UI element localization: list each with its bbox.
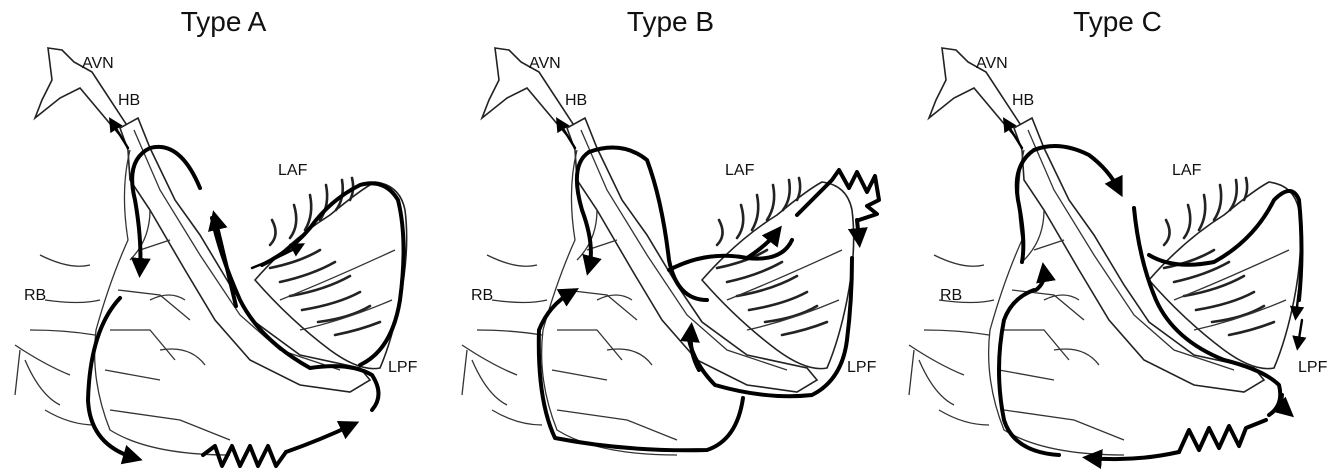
rb-return-path xyxy=(999,290,1059,455)
conduction-diagram: AVN HB LAF RB LPF xyxy=(894,0,1341,475)
label-hb: HB xyxy=(565,92,587,109)
label-lpf: LPF xyxy=(388,359,418,376)
label-rb: RB xyxy=(24,287,46,304)
zigzag-exit-arrow xyxy=(286,425,352,452)
rb-up-arrow xyxy=(1036,270,1044,290)
label-lpf: LPF xyxy=(847,359,877,376)
label-laf: LAF xyxy=(1172,162,1202,179)
label-rb: RB xyxy=(471,287,493,304)
label-lpf: LPF xyxy=(1298,359,1328,376)
panel-type-b: Type B AVN HB LAF RB LPF xyxy=(447,0,894,475)
rb-lower-path xyxy=(88,298,135,458)
laf-down-arrow-2 xyxy=(1298,320,1302,345)
panel-type-a: Type A AVN HB LAF RB LPF xyxy=(0,0,447,475)
rb-macroreentry-path xyxy=(539,292,743,450)
label-laf: LAF xyxy=(278,162,308,179)
conduction-diagram: AVN HB LAF RB LPF xyxy=(447,0,894,475)
panel-type-c: Type C AVN HB LAF RB LPF xyxy=(894,0,1341,475)
conduction-diagram: AVN HB LAF RB LPF xyxy=(0,0,447,475)
label-laf: LAF xyxy=(725,162,755,179)
label-hb: HB xyxy=(118,92,140,109)
label-rb: RB xyxy=(940,287,962,304)
lpf-exit-arrow xyxy=(1282,395,1288,412)
label-avn: AVN xyxy=(82,55,114,72)
label-hb: HB xyxy=(1012,92,1034,109)
zigzag-slow-conduction xyxy=(1179,420,1266,452)
laf-down-arrow-1 xyxy=(1296,290,1299,315)
label-avn: AVN xyxy=(529,55,561,72)
zigzag-exit-arrow xyxy=(857,220,859,240)
label-avn: AVN xyxy=(976,55,1008,72)
zigzag-exit-arrow xyxy=(1090,452,1179,459)
zigzag-slow-conduction xyxy=(203,446,286,466)
